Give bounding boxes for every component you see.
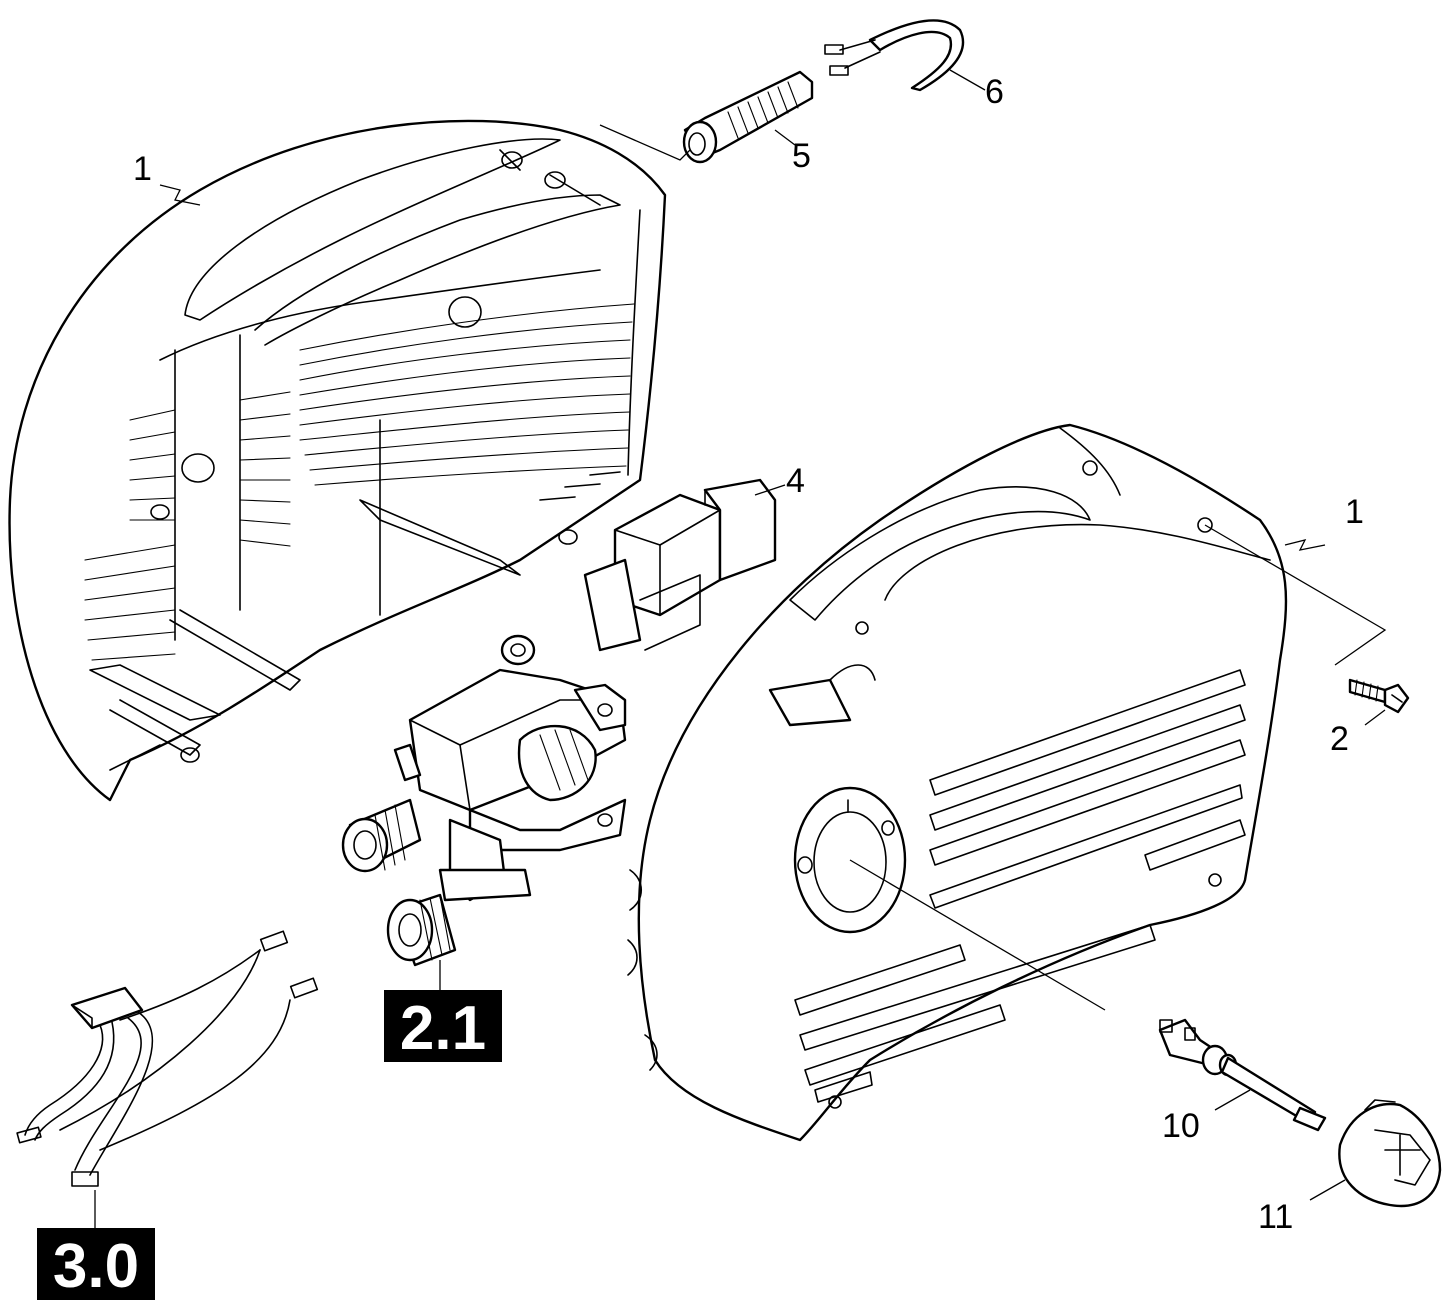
pump-valve-assembly: [341, 634, 627, 990]
callout-5: 5: [792, 137, 811, 175]
knob-part-11: [1309, 1099, 1442, 1208]
left-housing-shell: [8, 119, 667, 802]
wire-harness: [16, 930, 319, 1230]
grommet-part-5: [599, 70, 814, 164]
reference-badge-2-1: 2.1: [400, 994, 486, 1063]
callout-10: 10: [1162, 1107, 1200, 1145]
callout-1-right: 1: [1345, 493, 1364, 531]
callout-4: 4: [786, 462, 805, 500]
right-shell-vent-slots: [794, 669, 1246, 1103]
left-shell-ribs-right: [299, 303, 635, 486]
callout-6: 6: [985, 73, 1004, 111]
right-housing-shell: [627, 423, 1387, 1142]
callout-1-left: 1: [133, 150, 152, 188]
screw-part-2: [1348, 678, 1410, 726]
callout-2: 2: [1330, 720, 1349, 758]
reference-badge-3-0-bg: [37, 1228, 155, 1300]
left-shell-ribs-left: [84, 391, 291, 661]
wire-part-6: [824, 19, 986, 92]
shaft-part-10: [1158, 1018, 1327, 1132]
reference-badge-3-0: 3.0: [53, 1232, 139, 1301]
switch-part-4: [583, 478, 786, 652]
callout-11: 11: [1258, 1198, 1293, 1236]
reference-badge-2-1-bg: [384, 990, 502, 1062]
